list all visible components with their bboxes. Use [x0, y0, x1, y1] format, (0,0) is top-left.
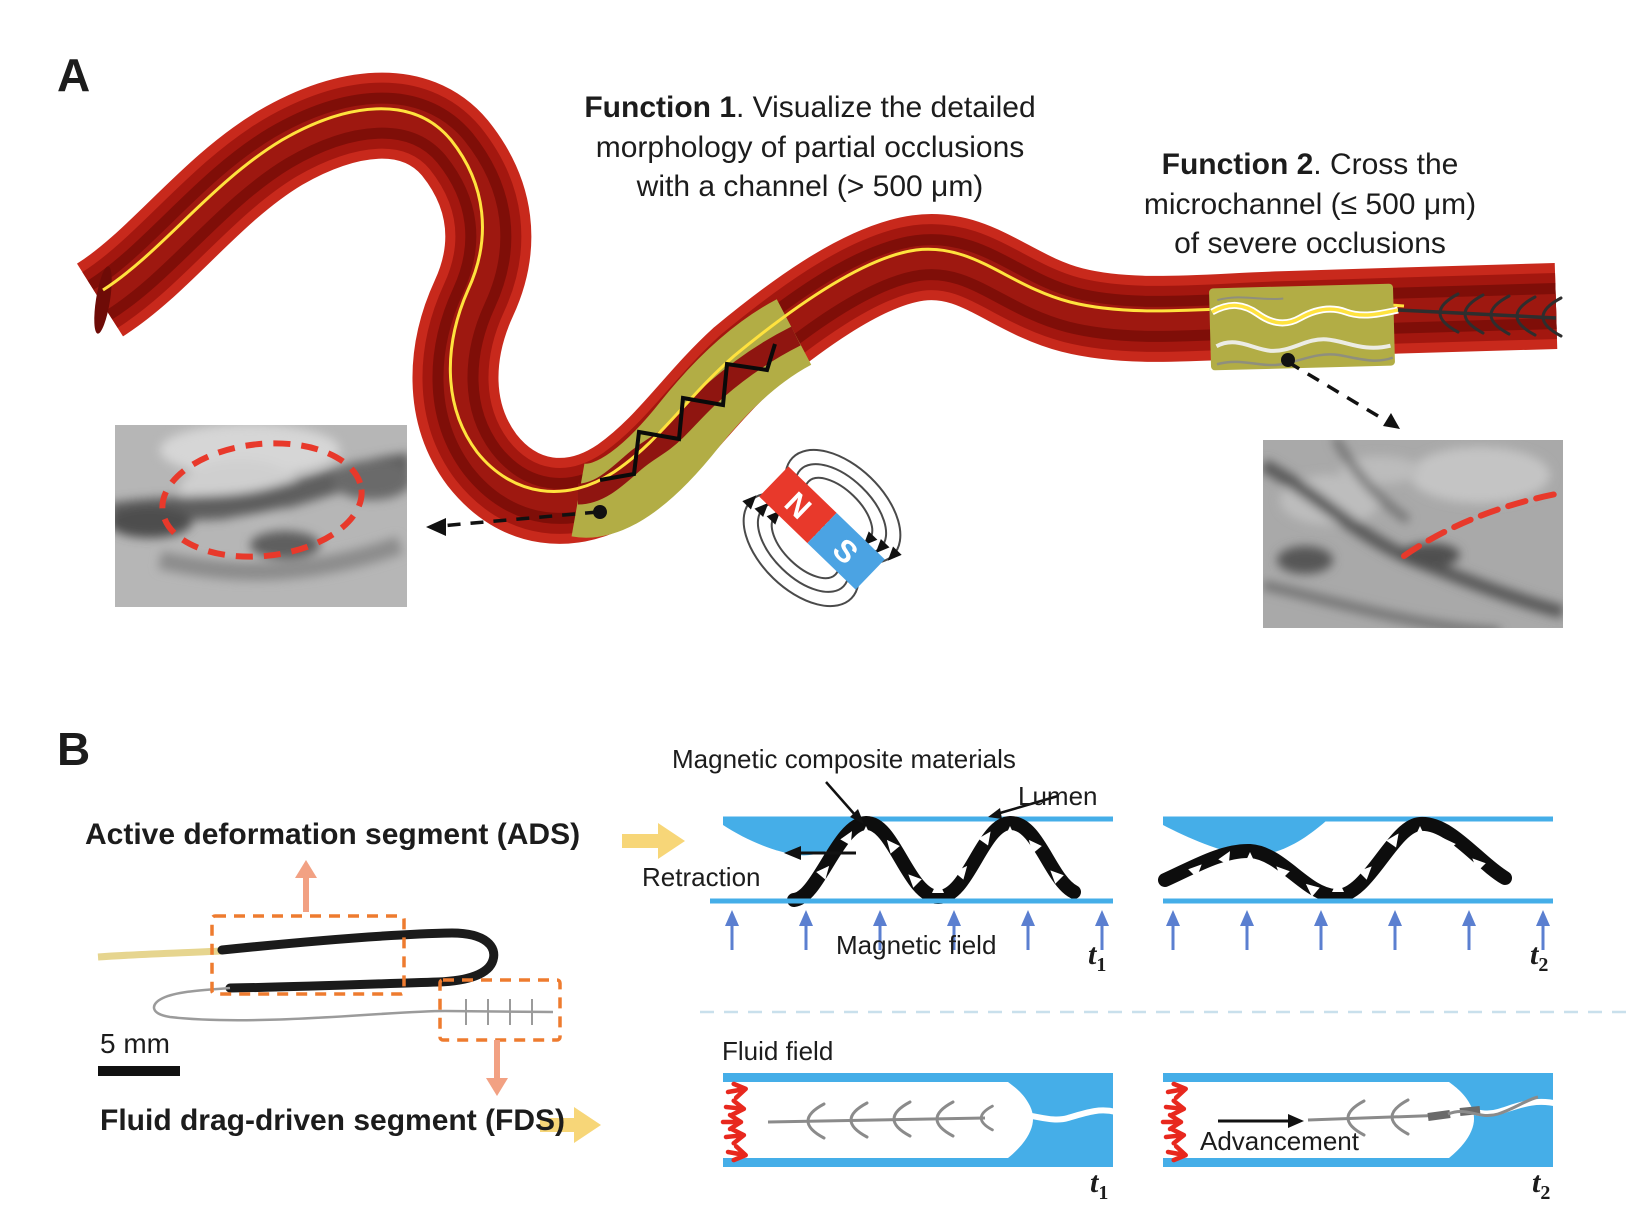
ads-black-loop [217, 928, 499, 993]
angiogram-image-severe-occlusion [1263, 440, 1563, 628]
panel-b-label: B [57, 723, 91, 775]
time-label-t2-fluid: t2 [1532, 1166, 1551, 1204]
severe-occlusion-block [1209, 283, 1395, 371]
fds-fishbone [767, 1100, 994, 1140]
scale-label: 5 mm [100, 1028, 170, 1059]
advancement-arrow-icon [1218, 1114, 1304, 1128]
time-label-t1-fluid: t1 [1090, 1166, 1109, 1204]
fds-fishbone-advanced [1307, 1095, 1539, 1137]
magnetic-field-label: Magnetic field [836, 930, 997, 960]
guidewire [102, 107, 1405, 493]
dashed-arrow-right [1281, 353, 1400, 429]
retraction-arrow-icon [784, 846, 856, 860]
stenosis-highlight-ellipse [159, 440, 365, 560]
lumen-label: Lumen [1018, 781, 1098, 811]
fluid-flow-chevrons [1163, 1082, 1187, 1162]
ads-wave [1158, 817, 1512, 903]
guidewire-in-occlusion [1210, 302, 1399, 327]
function2-caption: Function 2. Cross the microchannel (≤ 50… [1085, 145, 1535, 264]
fds-fishbone-in-vessel [1397, 292, 1563, 338]
fds-photo-fishbone [444, 999, 554, 1025]
time-label-t2-magnetic: t2 [1530, 938, 1549, 976]
fds-segment-label: Fluid drag-driven segment (FDS) [100, 1104, 566, 1137]
fds-yellow-block-arrow-icon [540, 1107, 601, 1143]
function1-title: Function 1 [584, 91, 736, 124]
ads-segment-label: Active deformation segment (ADS) [85, 818, 581, 851]
fluid-schematic-t1 [723, 1073, 1119, 1167]
occlusion-blob [1449, 1082, 1553, 1158]
materials-label: Magnetic composite materials [672, 744, 1016, 774]
ads-zigzag-wire [599, 343, 777, 482]
connecting-wire [152, 986, 446, 1022]
bar-magnet: N S [742, 448, 902, 608]
microchannel [1437, 1098, 1561, 1117]
lumen-annotation-arrow [988, 794, 1059, 819]
ads-yellow-block-arrow-icon [622, 823, 685, 859]
materials-annotation-arrow [825, 781, 864, 824]
device-photo [97, 860, 562, 1096]
function1-caption: Function 1. Visualize the detailed morph… [550, 88, 1070, 207]
magnetic-schematic-t1 [710, 781, 1113, 952]
function2-text: . Cross the microchannel (≤ 500 μm) of s… [1143, 148, 1477, 261]
advancement-label: Advancement [1200, 1126, 1359, 1156]
function2-title: Function 2 [1161, 148, 1314, 181]
salmon-arrow-down-icon [486, 1040, 508, 1096]
crossing-path-highlight [1401, 491, 1559, 559]
ads-wave [787, 816, 1081, 907]
dashed-arrow-left [426, 505, 607, 536]
retraction-label: Retraction [642, 862, 761, 892]
salmon-arrow-up-icon [295, 860, 317, 912]
magnetic-schematic-t2 [1158, 816, 1553, 952]
fluid-field-label: Fluid field [722, 1036, 834, 1066]
magnetic-field-arrows [1164, 908, 1552, 952]
fluid-schematic-t2 [1163, 1073, 1561, 1167]
angiogram-image-partial-occlusion [115, 425, 407, 607]
function1-text: . Visualize the detailed morphology of p… [595, 91, 1036, 204]
time-label-t1-magnetic: t1 [1088, 938, 1107, 976]
scale-bar [98, 1066, 180, 1076]
fluid-flow-chevrons [723, 1082, 747, 1162]
panel-a-label: A [57, 49, 91, 101]
microchannel [999, 1107, 1119, 1123]
